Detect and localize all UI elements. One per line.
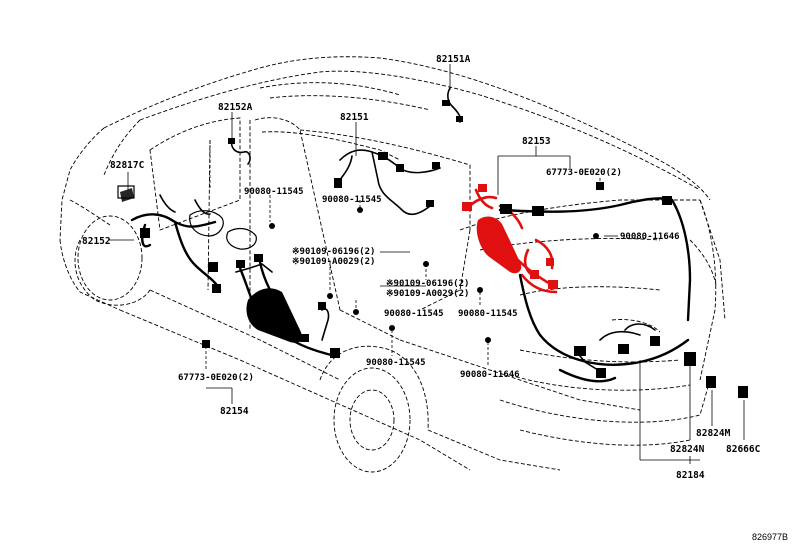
label-bolt-e: 90080-11545 [458, 309, 518, 319]
connector-icon [432, 162, 440, 169]
connector-82184-icon [684, 352, 696, 366]
label-82824N: 82824N [670, 444, 705, 455]
part-labels: 82151A 82152A 82151 82153 82817C 82152 6… [82, 54, 788, 542]
label-note-a2: ※90109-A0029(2) [292, 257, 375, 267]
bolt-icon [269, 223, 275, 229]
connector-icon [334, 178, 342, 188]
harness-82152A [228, 138, 251, 165]
label-bolt-d: 90080-11545 [384, 309, 444, 319]
label-bolt-b: 90080-11545 [322, 195, 382, 205]
connector-icon [300, 334, 309, 342]
bolt-icon [327, 293, 333, 299]
connector-icon [254, 254, 263, 262]
label-82824M: 82824M [696, 428, 731, 439]
label-82151: 82151 [340, 112, 369, 123]
clip-icon [202, 340, 210, 348]
connector-icon [650, 336, 660, 346]
connector-icon [662, 196, 672, 205]
loose-parts [120, 182, 748, 398]
label-note-a1: ※90109-06196(2) [292, 247, 375, 257]
bolt-icon [389, 325, 395, 331]
connector-82666C-icon [738, 386, 748, 398]
label-bolt-a: 90080-11545 [244, 187, 304, 197]
connector-icon [574, 346, 586, 356]
label-clip-top: 67773-0E020(2) [546, 168, 622, 178]
connector-icon [618, 344, 629, 354]
leader-lines [108, 64, 745, 464]
connector-icon [330, 348, 340, 358]
label-note-b2: ※90109-A0029(2) [386, 289, 469, 299]
label-82152: 82152 [82, 236, 111, 247]
connector-icon [140, 228, 150, 238]
connector-icon [500, 204, 512, 214]
label-bolt-g: 90080-11646 [460, 370, 520, 380]
harness-82151A [442, 87, 463, 123]
connector-icon [212, 284, 221, 293]
connector-icon [378, 152, 388, 160]
clip-icon [596, 182, 604, 190]
label-82153: 82153 [522, 136, 551, 147]
connector-icon [228, 138, 235, 144]
label-note-b1: ※90109-06196(2) [386, 279, 469, 289]
connector-icon [426, 200, 434, 207]
connector-icon [596, 368, 606, 378]
connector-icon [532, 206, 544, 216]
harness-82153-highlighted [462, 184, 558, 294]
label-bolt-c: 90080-11646 [620, 232, 680, 242]
bolt-icon [485, 337, 491, 343]
connector-icon [396, 164, 404, 172]
connector-icon [456, 116, 463, 122]
vehicle-outline [59, 56, 726, 473]
label-82151A: 82151A [436, 54, 471, 65]
bolt-icon [477, 287, 483, 293]
harness-82152 [117, 185, 257, 293]
connector-icon [318, 302, 326, 310]
bolt-icon [593, 233, 599, 239]
label-82152A: 82152A [218, 102, 253, 113]
label-clip-bottom: 67773-0E020(2) [178, 373, 254, 383]
reference-code: 826977B [752, 532, 788, 542]
label-82666C: 82666C [726, 444, 761, 455]
label-82184: 82184 [676, 470, 705, 481]
label-bolt-f: 90080-11545 [366, 358, 426, 368]
harness-tailgate [498, 196, 692, 383]
harness-82154 [235, 254, 340, 358]
clamp-icon [120, 188, 134, 202]
connector-icon [236, 260, 245, 268]
connector-82824M-icon [706, 376, 716, 388]
connector-icon [208, 262, 218, 272]
connector-icon [442, 100, 450, 106]
label-82154: 82154 [220, 406, 249, 417]
label-82817C: 82817C [110, 160, 145, 171]
bolt-icon [357, 207, 363, 213]
harness-82151 [334, 149, 441, 216]
